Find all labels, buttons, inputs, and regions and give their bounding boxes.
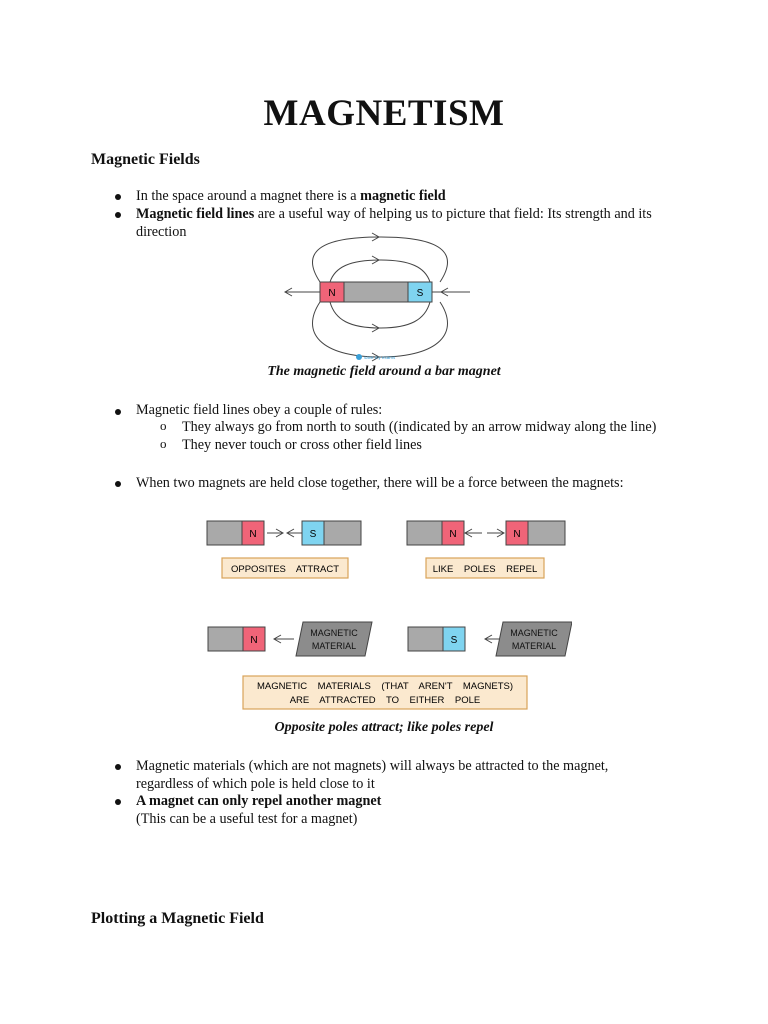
arrow-icon [439, 287, 449, 297]
arrow-icon [371, 352, 381, 362]
arrow-icon [463, 528, 473, 538]
magnet-body [206, 520, 243, 546]
label-box [221, 557, 349, 579]
north-label: N [250, 635, 257, 646]
north-label: N [249, 529, 256, 540]
bullet-icon [115, 799, 121, 805]
bullet-magnetic-field: In the space around a magnet there is a … [136, 187, 446, 205]
north-pole [242, 626, 266, 652]
bullet-icon [115, 212, 121, 218]
north-label: N [513, 529, 520, 540]
south-label: S [451, 635, 458, 646]
arrow-icon [483, 634, 493, 644]
poles-force-diagram: N S OPPOSITES ATTRACT N N LIKE POLES REP… [206, 520, 572, 710]
arrow-icon [275, 528, 285, 538]
magnet-body [406, 520, 443, 546]
south-pole [442, 626, 466, 652]
arrow-icon [272, 634, 282, 644]
south-pole [407, 281, 433, 303]
magnetic-material-block [495, 621, 572, 657]
label-box [242, 675, 528, 710]
arrow-icon [371, 323, 381, 333]
sub-bullet-circle-icon: o [160, 418, 167, 433]
magnetic-material-label: MATERIAL [312, 641, 356, 651]
field-line [312, 301, 448, 358]
sub-bullet-circle-icon: o [160, 436, 167, 451]
bar-magnet-field-diagram: N S save my exams [283, 232, 470, 362]
north-pole [241, 520, 265, 546]
bullet-icon [115, 194, 121, 200]
bullet-text: In the space around a magnet there is a [136, 188, 361, 204]
magnet-body [343, 281, 409, 303]
section-heading-plotting: Plotting a Magnetic Field [91, 910, 264, 927]
bullet-magnetic-materials: Magnetic materials (which are not magnet… [136, 758, 609, 774]
magnet-body [407, 626, 444, 652]
magnet-body [207, 626, 244, 652]
bullet-rules: Magnetic field lines obey a couple of ru… [136, 402, 383, 418]
south-label: S [310, 529, 317, 540]
magnet-body [527, 520, 566, 546]
sub-bullet-never-cross: They never touch or cross other field li… [182, 437, 422, 453]
magnetic-material-label: MAGNETIC [510, 628, 558, 638]
north-label: N [449, 529, 456, 540]
bullet-text-cont: (This can be a useful test for a magnet) [136, 811, 358, 827]
south-label: S [417, 288, 424, 299]
watermark-text: save my exams [364, 355, 396, 360]
arrow-icon [285, 528, 295, 538]
field-line [329, 259, 431, 283]
like-poles-repel-label: LIKE POLES REPEL [433, 564, 538, 575]
materials-label-line2: ARE ATTRACTED TO EITHER POLE [290, 695, 481, 706]
figure-caption-1: The magnetic field around a bar magnet [267, 364, 501, 379]
label-box [425, 557, 545, 579]
field-line [329, 301, 431, 329]
magnetic-material-label: MAGNETIC [310, 628, 358, 638]
opposites-attract-label: OPPOSITES ATTRACT [231, 564, 339, 575]
section-heading-magnetic-fields: Magnetic Fields [91, 151, 200, 168]
magnet-body [323, 520, 362, 546]
bullet-icon [115, 481, 121, 487]
figure-caption-2: Opposite poles attract; like poles repel [274, 720, 494, 735]
arrow-icon [371, 232, 381, 242]
materials-label-line1: MAGNETIC MATERIALS (THAT AREN'T MAGNETS) [257, 681, 513, 692]
arrow-icon [496, 528, 506, 538]
bullet-icon [115, 409, 121, 415]
magnetic-material-block [295, 621, 373, 657]
arrow-icon [371, 255, 381, 265]
logo-icon [356, 354, 362, 360]
bullet-repel-test: A magnet can only repel another magnet [136, 793, 382, 809]
bullet-icon [115, 764, 121, 770]
magnetic-material-label: MATERIAL [512, 641, 556, 651]
page-title: MAGNETISM [263, 93, 505, 134]
bullet-text: are a useful way of helping us to pictur… [254, 206, 652, 222]
bullet-text-cont: direction [136, 224, 187, 240]
bullet-two-magnets: When two magnets are held close together… [136, 475, 624, 491]
bullet-field-lines: Magnetic field lines are a useful way of… [136, 205, 676, 223]
sub-bullet-north-south: They always go from north to south ((ind… [182, 419, 657, 435]
bullet-text-cont: regardless of which pole is held close t… [136, 776, 375, 792]
arrow-icon [283, 287, 293, 297]
bold-term: magnetic field [360, 188, 446, 204]
north-label: N [328, 288, 335, 299]
bold-term: Magnetic field lines [136, 206, 255, 222]
